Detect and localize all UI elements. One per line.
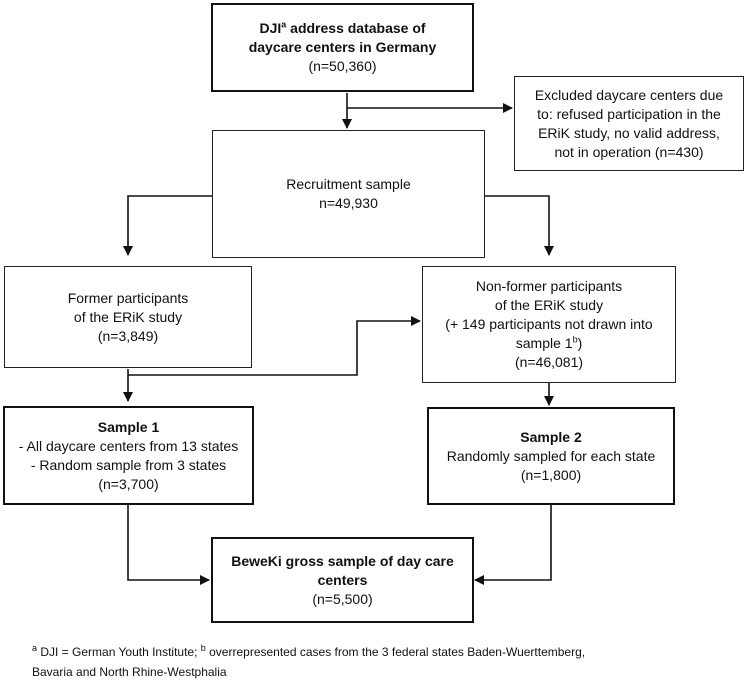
sample2-box: Sample 2 Randomly sampled for each state…	[427, 407, 675, 505]
arrow-recruitment-to-nonformer	[485, 195, 554, 256]
former-participants-box: Former participants of the ERiK study (n…	[4, 266, 252, 368]
sample1-line2: - Random sample from 3 states	[30, 456, 227, 473]
former-count: (n=3,849)	[97, 327, 159, 344]
nonformer-line3: (+ 149 participants not drawn into	[445, 316, 653, 332]
former-line1: Former participants	[67, 289, 189, 306]
final-sample-box: BeweKi gross sample of day care centers …	[211, 537, 474, 623]
arrow-sample2-to-final	[474, 505, 552, 585]
excluded-line3: ERiK study, no valid address,	[538, 124, 720, 141]
arrow-recruitment-to-former	[123, 195, 212, 256]
arrow-former-to-nonformer	[128, 316, 421, 376]
nonformer-line4: sample 1b)	[515, 334, 583, 351]
sample1-line1: - All daycare centers from 13 states	[18, 437, 239, 454]
final-count: (n=5,500)	[312, 590, 373, 607]
source-count: (n=50,360)	[308, 58, 377, 74]
source-title-line2: daycare centers in Germany	[248, 39, 437, 55]
excluded-line2: to: refused participation in the	[537, 105, 721, 122]
sample1-box: Sample 1 - All daycare centers from 13 s…	[3, 406, 254, 505]
recruitment-count: n=49,930	[319, 195, 378, 211]
nonformer-participants-box: Non-former participants of the ERiK stud…	[422, 266, 676, 383]
sample1-count: (n=3,700)	[98, 475, 159, 492]
footnote-line2: Bavaria and North Rhine-Westphalia	[32, 665, 227, 679]
source-title-line1: DJIa address database of	[259, 19, 426, 36]
source-database-box: DJIa address database of daycare centers…	[211, 3, 474, 92]
footnote-line1: a DJI = German Youth Institute; b overre…	[32, 643, 586, 660]
recruitment-title: Recruitment sample	[286, 176, 411, 192]
excluded-line1: Excluded daycare centers due	[534, 86, 724, 103]
sample2-line1: Randomly sampled for each state	[446, 447, 656, 464]
recruitment-sample-box: Recruitment sample n=49,930	[212, 130, 485, 258]
nonformer-line1: Non-former participants	[475, 278, 623, 294]
final-title-line2: centers	[317, 571, 368, 588]
sample1-title: Sample 1	[97, 418, 160, 435]
final-title-line1: BeweKi gross sample of day care	[231, 552, 454, 569]
nonformer-count: (n=46,081)	[514, 354, 584, 370]
footnote: a DJI = German Youth Institute; b overre…	[32, 642, 742, 682]
arrow-sample1-to-final	[127, 505, 210, 585]
excluded-line4: not in operation (n=430)	[554, 143, 704, 160]
sample2-count: (n=1,800)	[520, 466, 582, 483]
sample2-title: Sample 2	[520, 428, 582, 445]
nonformer-line2: of the ERiK study	[494, 297, 604, 313]
excluded-box: Excluded daycare centers due to: refused…	[514, 76, 744, 171]
former-line2: of the ERiK study	[73, 308, 183, 325]
